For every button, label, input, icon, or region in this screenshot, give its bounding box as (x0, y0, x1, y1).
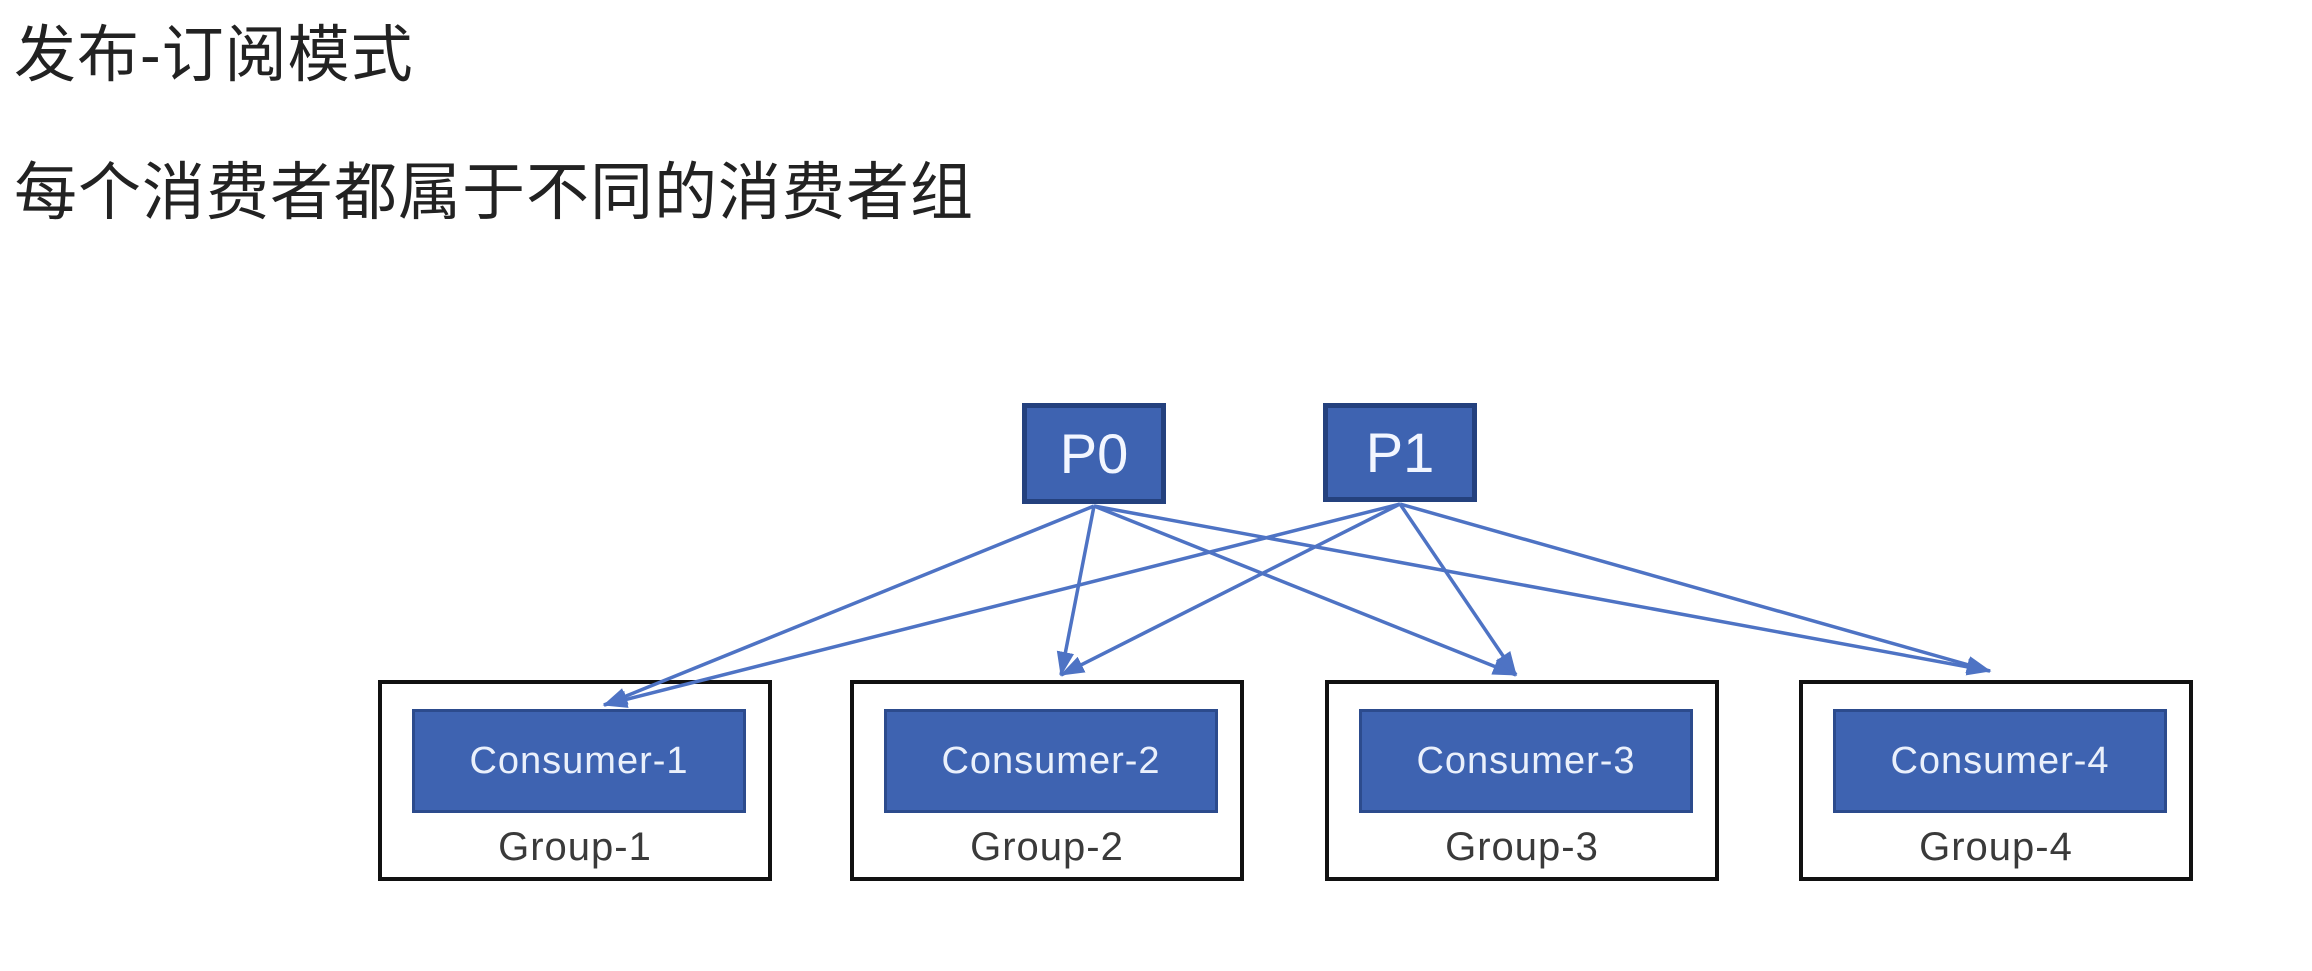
group-3-label: Group-3 (1445, 825, 1599, 869)
consumer-group-box-4: Consumer-4 Group-4 (1799, 680, 2193, 881)
edge-lines (602, 502, 1992, 708)
group-2-label: Group-2 (970, 825, 1124, 869)
edge-P0-C1 (602, 504, 1095, 707)
consumer-node-2: Consumer-2 (884, 709, 1218, 813)
group-1-label: Group-1 (498, 825, 652, 869)
consumer-node-3: Consumer-3 (1359, 709, 1693, 813)
edge-P0-C3 (1093, 504, 1518, 677)
edge-P1-C4 (1399, 502, 1992, 674)
partition-node-p0: P0 (1022, 403, 1166, 504)
consumer-1-label: Consumer-1 (469, 739, 689, 782)
consumer-3-label: Consumer-3 (1416, 739, 1636, 782)
consumer-4-label: Consumer-4 (1890, 739, 2110, 782)
page-subtitle: 每个消费者都属于不同的消费者组 (14, 158, 974, 228)
edge-P0-C2 (1056, 505, 1096, 677)
partition-p1-label: P1 (1365, 421, 1435, 484)
group-4-label: Group-4 (1919, 825, 2073, 869)
consumer-node-4: Consumer-4 (1833, 709, 2167, 813)
consumer-group-box-1: Consumer-1 Group-1 (378, 680, 772, 881)
consumer-group-box-2: Consumer-2 Group-2 (850, 680, 1244, 881)
edge-P0-C4 (1093, 504, 1992, 676)
edge-P1-C2 (1059, 502, 1401, 677)
partition-node-p1: P1 (1323, 403, 1477, 502)
consumer-group-box-3: Consumer-3 Group-3 (1325, 680, 1719, 881)
page-title: 发布-订阅模式 (14, 21, 414, 90)
consumer-node-1: Consumer-1 (412, 709, 746, 813)
edge-P1-C3 (1398, 503, 1518, 677)
edge-P1-C1 (602, 502, 1401, 708)
consumer-2-label: Consumer-2 (941, 739, 1161, 782)
partition-p0-label: P0 (1059, 422, 1129, 485)
